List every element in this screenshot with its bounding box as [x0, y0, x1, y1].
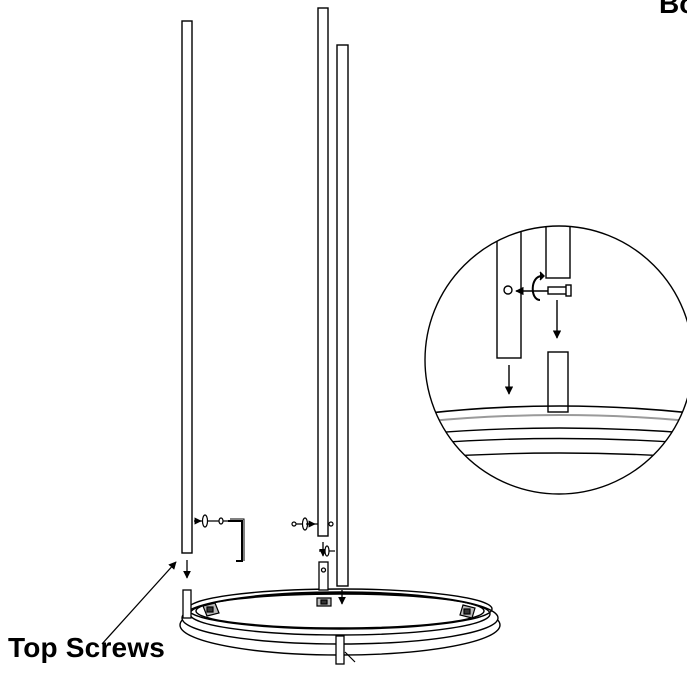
base-ring — [179, 588, 501, 656]
callout-pointer — [101, 561, 177, 645]
base-pegs — [182, 561, 345, 665]
detail-circle — [424, 225, 687, 495]
pole-middle — [317, 7, 329, 537]
base-brackets — [202, 597, 476, 663]
top-screws-label: Top Screws — [8, 632, 166, 663]
cropped-corner-label: Bo — [659, 0, 687, 19]
insert-arrows — [183, 542, 346, 605]
allen-key-icon — [228, 518, 245, 562]
screw-icon-middle — [291, 517, 335, 557]
screw-icon — [194, 514, 228, 528]
pole-left — [181, 20, 193, 554]
pole-right — [336, 44, 349, 587]
